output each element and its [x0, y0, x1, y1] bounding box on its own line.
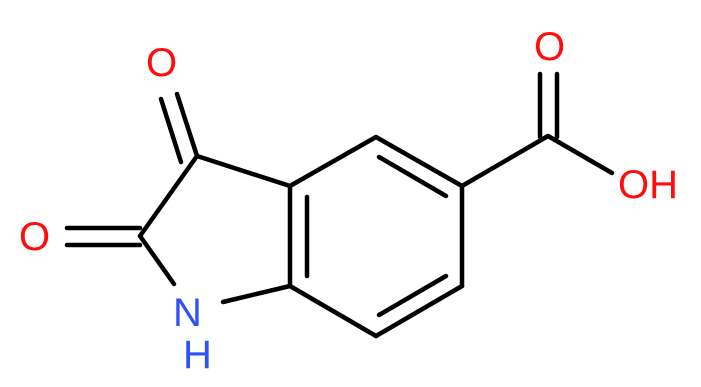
ketone-carbonyl	[158, 91, 200, 165]
bond-inner-c6-c7	[376, 273, 449, 318]
carboxylic-acid-group	[459, 71, 615, 189]
bond-c3-c2	[137, 153, 200, 239]
bond-c3a-c3	[194, 153, 293, 189]
bond-c3-o-b	[158, 96, 184, 165]
pyrrolidine-ring	[137, 153, 293, 305]
bond-c5-cooh	[459, 133, 551, 189]
bond-c3a-c4	[287, 134, 379, 189]
bond-cooh-oh	[545, 133, 615, 176]
atom-o-acid-carbonyl: O	[534, 25, 565, 69]
bond-c3-o-a	[174, 91, 200, 159]
atom-h-on-n: H	[183, 333, 212, 377]
atom-o-ketone: O	[146, 41, 177, 85]
benzene-ring	[287, 134, 465, 339]
bond-n1-c7a	[220, 283, 293, 305]
amide-carbonyl	[64, 225, 143, 248]
bond-inner-c4-c5	[376, 154, 449, 199]
atom-o-amide: O	[19, 215, 50, 259]
bond-c4-c5	[373, 134, 465, 189]
bond-c6-c7	[373, 283, 465, 339]
bond-c7-c7a	[287, 283, 379, 339]
bond-c2-n1	[137, 233, 177, 287]
atom-oh-acid: OH	[618, 163, 678, 207]
atom-n-1: N	[173, 291, 202, 335]
